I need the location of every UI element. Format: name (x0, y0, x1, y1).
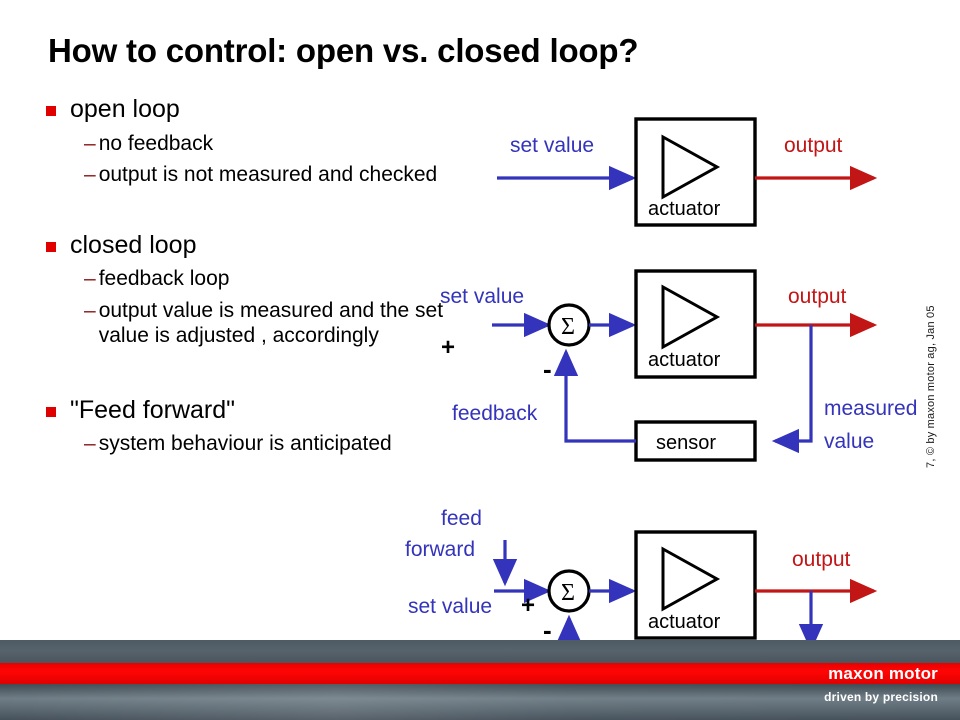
sub-bullet-item: – output is not measured and checked (84, 162, 466, 187)
feed-forward-actuator-label: actuator (648, 611, 721, 633)
feedback-path (553, 348, 636, 443)
dash-bullet-icon: – (84, 267, 96, 291)
measured-value-label-line1: measured (824, 397, 917, 420)
square-bullet-icon (46, 241, 56, 252)
sub-bullet-label: no feedback (98, 131, 214, 155)
footer-gray-top-band (0, 640, 960, 663)
bullet-item: open loop (46, 95, 466, 125)
closed-loop-minus-sign: - (543, 354, 552, 384)
square-bullet-icon (46, 106, 56, 116)
feed-forward-set-value-label: set value (408, 595, 492, 618)
amplifier-triangle-icon (661, 546, 721, 612)
dash-bullet-icon: – (84, 432, 96, 456)
feed-forward-sum-symbol: Σ (561, 580, 575, 606)
footer-gray-bottom-band (0, 684, 960, 720)
amplifier-triangle-icon (661, 284, 721, 350)
sub-bullet-label: output is not measured and checked (98, 162, 438, 186)
feed-forward-label-line2: forward (405, 538, 475, 561)
diagram-closed-loop: set value Σ + - actuator output measured… (440, 269, 917, 462)
bullet-group-closed-loop: closed loop – feedback loop – output val… (46, 231, 466, 348)
sensor-box (634, 420, 757, 462)
diagram-open-loop: set value actuator output (497, 117, 878, 227)
open-loop-set-value-label: set value (510, 134, 594, 157)
feedback-label: feedback (452, 402, 538, 425)
dash-bullet-icon: – (84, 162, 96, 186)
bullet-label: open loop (70, 95, 180, 123)
measured-value-path (771, 325, 813, 454)
block-diagrams-svg: set value actuator output set value Σ + … (405, 117, 917, 652)
page-title: How to control: open vs. closed loop? (48, 32, 639, 69)
dash-bullet-icon: – (84, 298, 96, 322)
footer-red-band (0, 663, 960, 684)
brand-tagline: driven by precision (824, 690, 938, 704)
bullet-group-feed-forward: "Feed forward" – system behaviour is ant… (46, 396, 466, 457)
open-loop-output-label: output (784, 134, 843, 157)
sub-bullet-item: – output value is measured and the set v… (84, 298, 466, 348)
diagram-feed-forward: feed forward set value Σ + - actuator ou… (405, 507, 878, 652)
bullet-group-open-loop: open loop – no feedback – output is not … (46, 95, 466, 187)
bullet-label: closed loop (70, 230, 197, 259)
closed-loop-output-label: output (788, 285, 847, 308)
bullet-list: open loop – no feedback – output is not … (46, 95, 466, 463)
feed-forward-plus-sign: + (521, 592, 535, 619)
open-loop-actuator-box (634, 117, 757, 227)
feed-forward-actuator-box (634, 530, 757, 640)
sub-bullet-label: system behaviour is anticipated (98, 432, 392, 456)
sub-bullet-item: – feedback loop (84, 266, 466, 291)
bullet-label: "Feed forward" (70, 395, 236, 424)
feed-forward-label-line1: feed (441, 507, 482, 530)
bullet-item: "Feed forward" (46, 396, 466, 426)
closed-loop-actuator-label: actuator (648, 349, 721, 371)
closed-loop-plus-sign: + (441, 334, 455, 361)
amplifier-triangle-icon (661, 134, 721, 200)
measured-value-label-line2: value (824, 430, 874, 453)
brand-name: maxon motor (828, 664, 938, 683)
sensor-label: sensor (656, 432, 716, 454)
closed-loop-sum-symbol: Σ (561, 314, 575, 340)
sub-bullet-label: feedback loop (98, 267, 230, 291)
copyright-credit: 7, © by maxon motor ag, Jan 05 (925, 305, 937, 468)
sub-bullet-item: – no feedback (84, 131, 466, 156)
square-bullet-icon (46, 406, 56, 417)
open-loop-actuator-label: actuator (648, 198, 721, 220)
closed-loop-actuator-box (634, 269, 757, 379)
sub-bullet-item: – system behaviour is anticipated (84, 431, 466, 456)
footer-metal-sheen (0, 684, 960, 720)
footer-bar: maxon motor driven by precision (0, 640, 960, 720)
closed-loop-set-value-label: set value (440, 285, 524, 308)
dash-bullet-icon: – (84, 131, 96, 155)
feed-forward-minus-sign: - (543, 615, 552, 645)
feed-forward-output-label: output (792, 548, 851, 571)
bullet-item: closed loop (46, 231, 466, 261)
sub-bullet-label: output value is measured and the set val… (98, 298, 444, 347)
diagram-panel: set value actuator output set value Σ + … (405, 117, 917, 652)
